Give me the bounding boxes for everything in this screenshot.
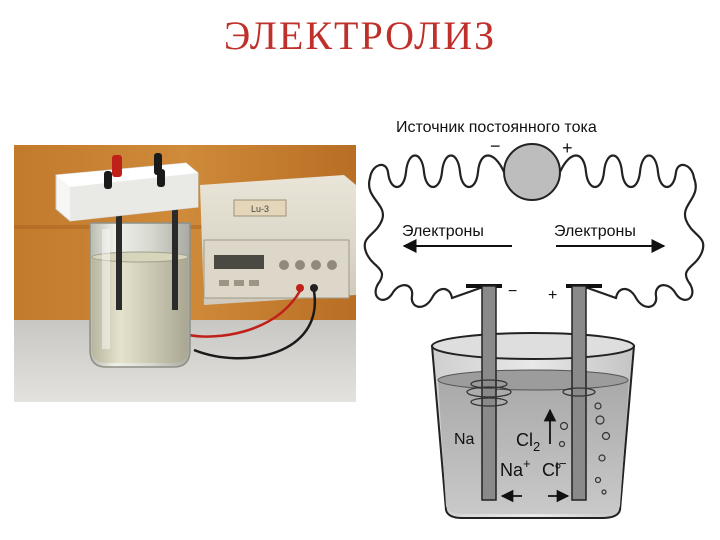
power-source-icon xyxy=(503,143,561,201)
na-ion-label: Na+ xyxy=(500,456,531,480)
psu-display xyxy=(214,255,264,269)
anode-swirl-1 xyxy=(562,387,596,397)
source-label: Источник постоянного тока xyxy=(396,119,597,136)
anode-electrode xyxy=(571,285,587,501)
cl2-label: Cl2 xyxy=(516,430,540,454)
wire-left-top xyxy=(368,154,506,189)
cathode-electrode xyxy=(481,285,497,501)
photo-wire-black xyxy=(193,290,317,360)
cathode-swirl-2 xyxy=(466,386,512,398)
photo-foam-lid xyxy=(55,162,199,222)
photo-wire-red xyxy=(188,290,302,338)
wire-right-top xyxy=(558,154,696,189)
na-ion-symbol: Na xyxy=(500,460,524,480)
wire-right-bottom xyxy=(614,282,694,308)
photo-clip-red xyxy=(112,155,122,177)
psu-terminal-black xyxy=(310,284,318,292)
power-supply: Lu-3 xyxy=(200,175,356,305)
na-ion-charge: + xyxy=(523,456,531,471)
psu-terminal-red xyxy=(296,284,304,292)
psu-label-text: Lu-3 xyxy=(251,204,269,214)
electrode-plus-label: + xyxy=(548,287,557,304)
electrolysis-photo: Lu-3 xyxy=(14,145,356,402)
wire-left-bottom xyxy=(374,282,454,308)
source-plus-label: + xyxy=(562,138,573,158)
electrode-minus-label: − xyxy=(508,283,517,300)
slide-title: ЭЛЕКТРОЛИЗ xyxy=(223,13,497,58)
cl-ion-label: Cl− xyxy=(542,456,567,480)
photo-electrode-right xyxy=(172,200,178,310)
electrolysis-diagram: Источник постоянного тока − + Электроны … xyxy=(363,119,705,519)
cathode-swirl-3 xyxy=(470,397,508,407)
cathode-swirl-1 xyxy=(470,379,508,389)
photo-electrode-left xyxy=(116,200,122,310)
wire-right-side xyxy=(683,176,705,286)
bubbles xyxy=(555,402,611,495)
cl2-subscript: 2 xyxy=(533,439,540,454)
photo-clip-black-3 xyxy=(157,169,165,187)
electrons-right-label: Электроны xyxy=(554,223,636,240)
cl2-symbol: Cl xyxy=(516,430,533,450)
photo-clip-black-2 xyxy=(104,171,112,189)
cl-ion-symbol: Cl xyxy=(542,460,559,480)
psu-label-plate xyxy=(233,199,287,217)
electrons-left-label: Электроны xyxy=(402,223,484,240)
wire-left-side xyxy=(363,176,385,286)
source-minus-label: − xyxy=(490,136,501,156)
na-label: Na xyxy=(454,431,475,448)
cl-ion-charge: − xyxy=(559,456,567,471)
